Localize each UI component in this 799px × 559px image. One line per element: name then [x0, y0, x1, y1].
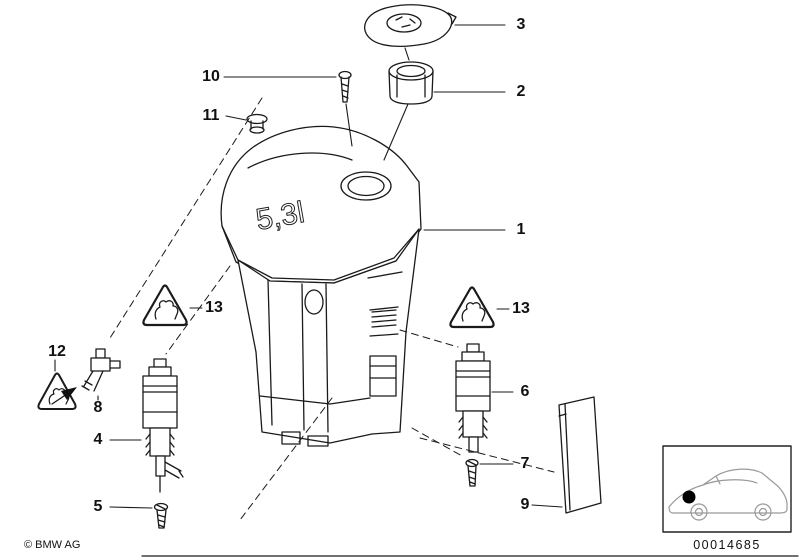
callout-2[interactable]: 2	[516, 83, 526, 100]
callout-11[interactable]: 11	[202, 107, 220, 124]
washer-pump-right	[455, 343, 491, 453]
washer-pump-left	[142, 358, 184, 493]
callout-5[interactable]: 5	[93, 498, 103, 515]
callout-8[interactable]: 8	[93, 399, 103, 416]
callout-1[interactable]: 1	[516, 221, 526, 238]
screw-10	[338, 70, 352, 103]
location-dot	[682, 490, 696, 504]
callout-6[interactable]: 6	[520, 383, 530, 400]
reservoir-tank: 5,3l	[220, 125, 422, 447]
callout-12[interactable]: 12	[48, 343, 66, 360]
callout-13-left[interactable]: 13	[205, 299, 223, 316]
warning-triangle-icon	[449, 286, 495, 329]
document-number: 00014685	[693, 538, 761, 552]
callout-9[interactable]: 9	[520, 496, 530, 513]
callout-4[interactable]: 4	[93, 431, 103, 448]
assembly-dashed-lines	[109, 97, 555, 521]
car-thumbnail	[662, 445, 792, 533]
screw-7	[465, 458, 479, 487]
callout-10[interactable]: 10	[202, 68, 220, 85]
car-icon	[668, 468, 788, 521]
callout-7[interactable]: 7	[520, 455, 530, 472]
filler-neck-seal	[388, 61, 434, 105]
callout-3[interactable]: 3	[516, 16, 526, 33]
filler-cap	[364, 4, 457, 47]
screw-5	[153, 502, 169, 529]
warning-triangle-icon	[142, 284, 188, 327]
callout-13-right[interactable]: 13	[512, 300, 530, 317]
side-panel	[558, 396, 602, 514]
hose-fitting	[81, 348, 121, 392]
grommet	[246, 113, 268, 134]
direction-arrow-icon	[51, 387, 77, 405]
callout-leader-lines	[54, 24, 563, 509]
copyright-label: © BMW AG	[24, 539, 81, 551]
